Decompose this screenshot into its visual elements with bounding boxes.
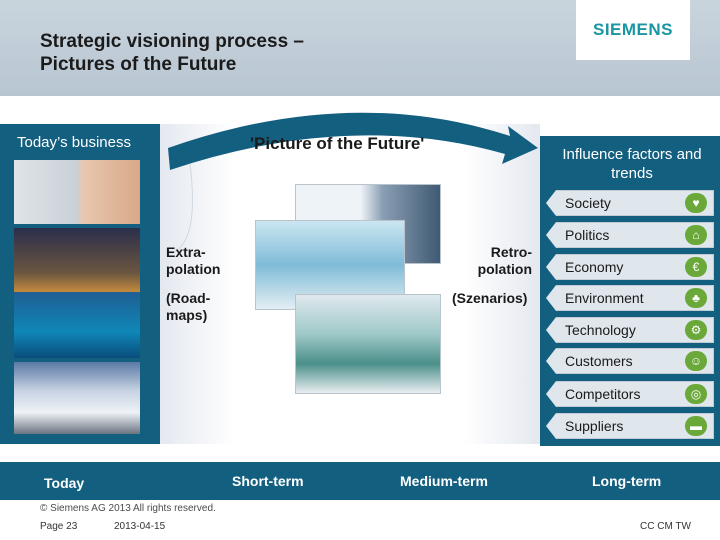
factor-environment: Environment ♣ — [546, 285, 714, 311]
timeline-short-term: Short-term — [232, 473, 304, 489]
scenarios-label: (Szenarios) — [452, 290, 528, 306]
factor-politics: Politics ⌂ — [546, 222, 714, 248]
influence-title-line-1: Influence factors and — [562, 146, 702, 163]
factor-label: Environment — [565, 290, 644, 306]
factor-customers: Customers ☺ — [546, 348, 714, 374]
department-code: CC CM TW — [640, 521, 691, 532]
factor-label: Competitors — [565, 386, 641, 402]
arch-arrow — [168, 112, 538, 254]
thumbnail-train — [14, 362, 140, 434]
roadmaps-label: (Road- maps) — [166, 290, 210, 324]
factor-label: Customers — [565, 353, 633, 369]
timeline-long-term: Long-term — [592, 473, 662, 489]
factor-suppliers: Suppliers ▬ — [546, 413, 714, 439]
extrapolation-line-2: polation — [166, 261, 221, 277]
page-number: Page 23 — [40, 521, 78, 532]
roadmaps-line-2: maps) — [166, 307, 208, 323]
thumbnail-wind — [14, 292, 140, 358]
factor-label: Economy — [565, 259, 624, 275]
factor-society: Society ♥ — [546, 190, 714, 216]
main-diagram: Today’s business 'Picture of the Future'… — [0, 112, 720, 454]
retropolation-line-1: Retro- — [490, 244, 532, 260]
money-icon: € — [685, 257, 707, 277]
truck-icon: ▬ — [685, 416, 707, 436]
factor-technology: Technology ⚙ — [546, 317, 714, 343]
today-business-title: Today’s business — [17, 134, 131, 151]
factor-competitors: Competitors ◎ — [546, 381, 714, 407]
today-business-panel: Today’s business — [0, 124, 160, 444]
pictures-collage — [255, 184, 445, 394]
siemens-logo: SIEMENS — [592, 20, 674, 39]
influence-title-line-2: trends — [611, 165, 653, 182]
person-icon: ☺ — [685, 351, 707, 371]
gear-icon: ⚙ — [685, 320, 707, 340]
factor-label: Politics — [565, 227, 610, 243]
extrapolation-label: Extra- polation — [166, 244, 220, 278]
retropolation-label: Retro- polation — [470, 244, 532, 278]
timeline-medium-term: Medium-term — [400, 473, 488, 489]
extrapolation-line-1: Extra- — [166, 244, 206, 260]
slide-title: Strategic visioning process – Pictures o… — [40, 30, 460, 76]
factor-label: Technology — [565, 322, 636, 338]
slide-date: 2013-04-15 — [114, 521, 166, 532]
timeline-today: Today — [44, 475, 85, 491]
factor-label: Society — [565, 195, 611, 211]
influence-title: Influence factors and trends — [552, 145, 712, 183]
logo-box: SIEMENS — [576, 0, 690, 60]
factor-economy: Economy € — [546, 254, 714, 280]
thumbnail-medical — [14, 160, 140, 224]
factor-label: Suppliers — [565, 418, 624, 434]
target-icon: ◎ — [685, 384, 707, 404]
title-line-1: Strategic visioning process – — [40, 31, 304, 52]
heart-icon: ♥ — [685, 193, 707, 213]
timeline-bar: Today Short-term Medium-term Long-term — [0, 462, 720, 500]
brochure-image-3 — [295, 294, 441, 394]
thumbnail-industry — [14, 228, 140, 292]
title-line-2: Pictures of the Future — [40, 54, 237, 75]
tree-icon: ♣ — [685, 288, 707, 308]
copyright-notice: © Siemens AG 2013 All rights reserved. — [40, 503, 216, 514]
building-icon: ⌂ — [685, 225, 707, 245]
slide-header: Strategic visioning process – Pictures o… — [0, 0, 720, 96]
roadmaps-line-1: (Road- — [166, 290, 211, 306]
retropolation-line-2: polation — [477, 261, 532, 277]
center-title: 'Picture of the Future' — [250, 134, 425, 153]
